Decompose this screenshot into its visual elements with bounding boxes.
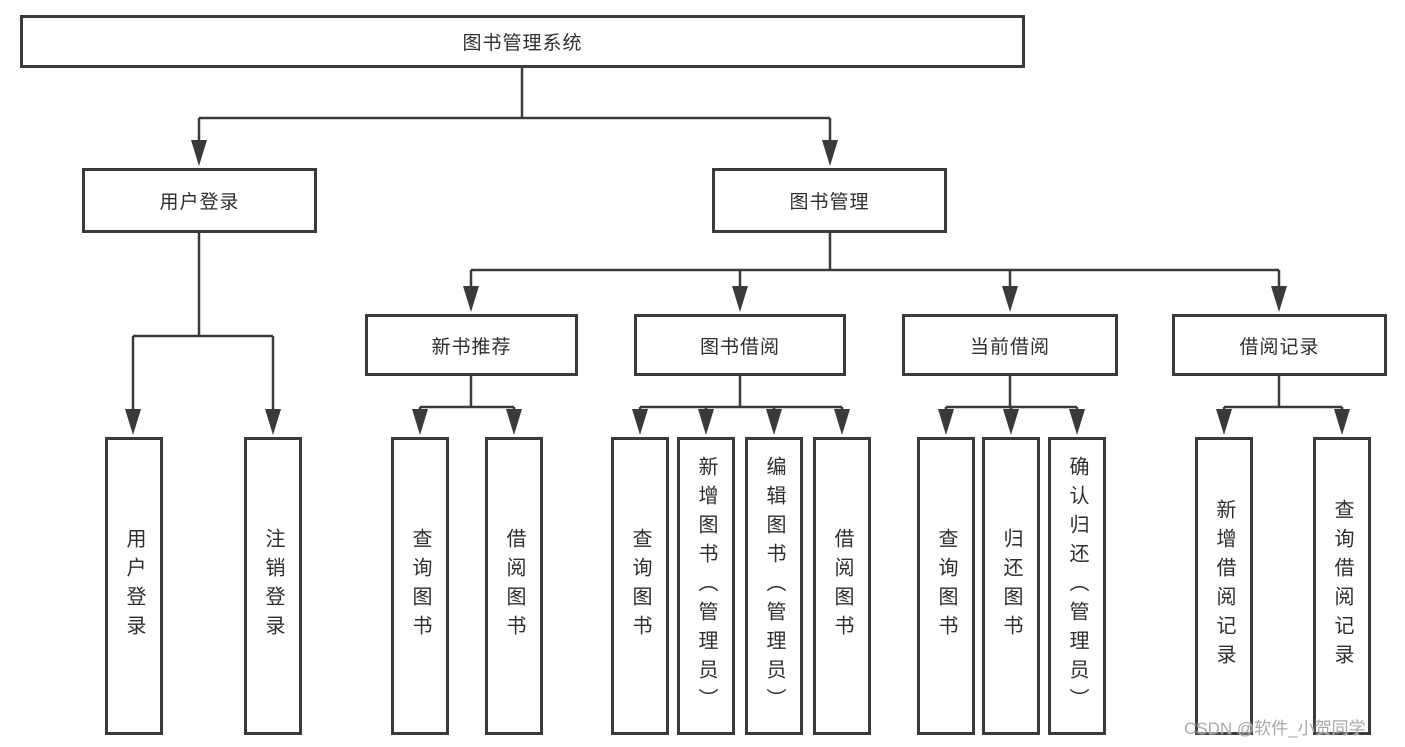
- leaf-cb-confirm-return-admin: 确认归还（管理员）: [1048, 437, 1106, 735]
- leaf-br-query-record: 查询借阅记录: [1313, 437, 1371, 735]
- leaf-br-add-record: 新增借阅记录: [1195, 437, 1253, 735]
- arrowhead-borrow-records: [1271, 286, 1287, 312]
- arrowhead-nb-borrow: [506, 409, 522, 435]
- node-root-label: 图书管理系统: [462, 33, 583, 54]
- leaf-cb-query-books-label: 查询图书: [935, 528, 957, 644]
- arrowhead-book-borrow: [732, 286, 748, 312]
- leaf-bb-edit-books-admin-label: 编辑图书（管理员）: [763, 455, 785, 717]
- leaf-cb-confirm-return-admin-label: 确认归还（管理员）: [1066, 455, 1088, 717]
- arrowhead-current-borrow: [1002, 286, 1018, 312]
- leaf-cb-return-books: 归还图书: [982, 437, 1040, 735]
- leaf-bb-add-books-admin-label: 新增图书（管理员）: [695, 455, 717, 717]
- leaf-logout-label: 注销登录: [262, 528, 284, 644]
- arrowhead-bb-edit: [766, 409, 782, 435]
- node-user-login: 用户登录: [82, 168, 317, 233]
- arrowhead-br-add: [1216, 409, 1232, 435]
- node-current-borrow-label: 当前借阅: [969, 336, 1050, 358]
- leaf-nb-borrow-books-label: 借阅图书: [503, 528, 525, 644]
- edge-root-to-level2: [191, 68, 838, 166]
- node-book-management-label: 图书管理: [789, 192, 870, 213]
- node-new-book-recommend-label: 新书推荐: [431, 336, 512, 358]
- node-book-management: 图书管理: [712, 168, 947, 233]
- arrowhead-bb-borrow: [834, 409, 850, 435]
- edge-login-to-leaves: [125, 233, 281, 435]
- leaf-bb-add-books-admin: 新增图书（管理员）: [677, 437, 735, 735]
- csdn-watermark: CSDN @软件_小贺同学: [1184, 719, 1366, 738]
- node-root-system: 图书管理系统: [20, 15, 1025, 68]
- node-borrow-records: 借阅记录: [1172, 314, 1387, 376]
- leaf-bb-borrow-books-label: 借阅图书: [831, 528, 853, 644]
- leaf-nb-borrow-books: 借阅图书: [485, 437, 543, 735]
- leaf-bb-edit-books-admin: 编辑图书（管理员）: [745, 437, 803, 735]
- node-book-borrow-label: 图书借阅: [699, 336, 780, 358]
- arrowhead-book-management: [822, 140, 838, 166]
- leaf-bb-query-books-label: 查询图书: [629, 528, 651, 644]
- edge-currentborrow-to-leaves: [938, 376, 1085, 435]
- leaf-nb-query-books-label: 查询图书: [409, 528, 431, 644]
- arrowhead-cb-return: [1003, 409, 1019, 435]
- edge-borrowrecords-to-leaves: [1216, 376, 1350, 435]
- arrowhead-new-books: [463, 286, 479, 312]
- leaf-br-query-record-label: 查询借阅记录: [1331, 499, 1353, 673]
- edge-mgmt-to-level3: [463, 233, 1287, 312]
- arrowhead-user-login: [191, 140, 207, 166]
- arrowhead-br-query: [1334, 409, 1350, 435]
- leaf-nb-query-books: 查询图书: [391, 437, 449, 735]
- node-user-login-label: 用户登录: [159, 192, 240, 213]
- edge-bookborrow-to-leaves: [632, 376, 850, 435]
- leaf-logout: 注销登录: [244, 437, 302, 735]
- leaf-bb-query-books: 查询图书: [611, 437, 669, 735]
- leaf-cb-query-books: 查询图书: [917, 437, 975, 735]
- leaf-user-login: 用户登录: [105, 437, 163, 735]
- node-current-borrow: 当前借阅: [902, 314, 1118, 376]
- arrowhead-cb-confirm: [1069, 409, 1085, 435]
- edge-newbooks-to-leaves: [412, 376, 522, 435]
- node-borrow-records-label: 借阅记录: [1239, 336, 1320, 358]
- arrowhead-nb-query: [412, 409, 428, 435]
- arrowhead-bb-query: [632, 409, 648, 435]
- arrowhead-leaf-user-login: [125, 409, 141, 435]
- leaf-bb-borrow-books: 借阅图书: [813, 437, 871, 735]
- leaf-user-login-label: 用户登录: [123, 528, 145, 644]
- node-new-book-recommend: 新书推荐: [365, 314, 578, 376]
- node-book-borrow: 图书借阅: [634, 314, 846, 376]
- leaf-cb-return-books-label: 归还图书: [1000, 528, 1022, 644]
- arrowhead-cb-query: [938, 409, 954, 435]
- arrowhead-bb-add: [698, 409, 714, 435]
- arrowhead-leaf-logout: [265, 409, 281, 435]
- leaf-br-add-record-label: 新增借阅记录: [1213, 499, 1235, 673]
